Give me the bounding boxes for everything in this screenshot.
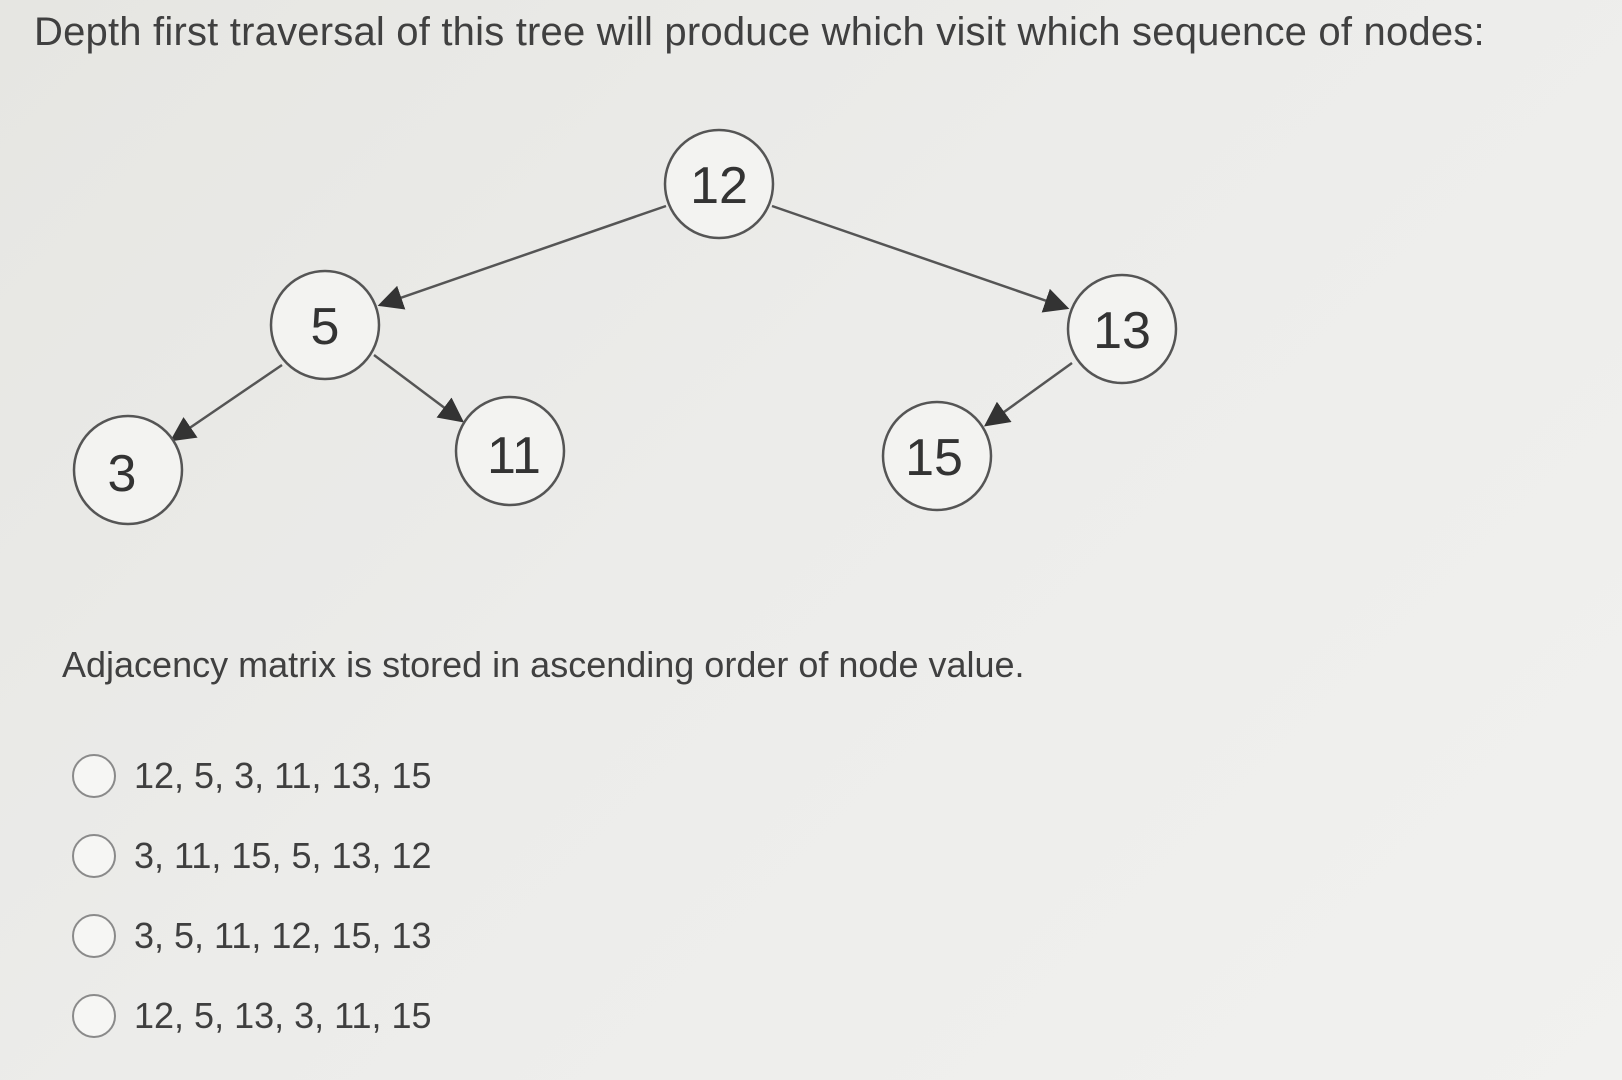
- edge-5-to-3: [169, 363, 283, 442]
- tree-node-5: 5: [269, 269, 381, 381]
- question-text: Depth first traversal of this tree will …: [34, 10, 1485, 54]
- answer-option-3[interactable]: 3, 5, 11, 12, 15, 13: [72, 912, 432, 960]
- radio-button[interactable]: [72, 834, 116, 878]
- answer-option-label: 12, 5, 3, 11, 13, 15: [134, 755, 432, 796]
- answer-option-label: 3, 11, 15, 5, 13, 12: [134, 835, 432, 876]
- radio-button[interactable]: [72, 994, 116, 1038]
- edge-5-to-11: [373, 354, 464, 423]
- tree-diagram: 12 5 13 3 11 15: [72, 128, 1178, 526]
- adjacency-note: Adjacency matrix is stored in ascending …: [62, 644, 1025, 685]
- edge-13-to-15: [983, 361, 1073, 427]
- tree-node-12: 12: [663, 128, 775, 240]
- answer-options: 12, 5, 3, 11, 13, 15 3, 11, 15, 5, 13, 1…: [72, 752, 432, 1072]
- tree-node-11: 11: [454, 395, 566, 507]
- answer-option-4[interactable]: 12, 5, 13, 3, 11, 15: [72, 992, 432, 1040]
- radio-button[interactable]: [72, 754, 116, 798]
- node-label-11: 11: [487, 427, 541, 485]
- answer-option-2[interactable]: 3, 11, 15, 5, 13, 12: [72, 832, 432, 880]
- node-label-5: 5: [311, 298, 340, 356]
- node-label-12: 12: [690, 157, 748, 215]
- tree-node-15: 15: [881, 400, 993, 512]
- node-label-3: 3: [108, 445, 137, 503]
- answer-option-1[interactable]: 12, 5, 3, 11, 13, 15: [72, 752, 432, 800]
- edge-12-to-13: [771, 204, 1070, 313]
- node-label-15: 15: [905, 429, 963, 487]
- answer-option-label: 3, 5, 11, 12, 15, 13: [134, 915, 432, 956]
- node-label-13: 13: [1093, 302, 1151, 360]
- tree-node-13: 13: [1066, 273, 1178, 385]
- tree-node-3: 3: [72, 414, 184, 526]
- radio-button[interactable]: [72, 914, 116, 958]
- answer-option-label: 12, 5, 13, 3, 11, 15: [134, 995, 432, 1036]
- edge-12-to-5: [377, 204, 667, 310]
